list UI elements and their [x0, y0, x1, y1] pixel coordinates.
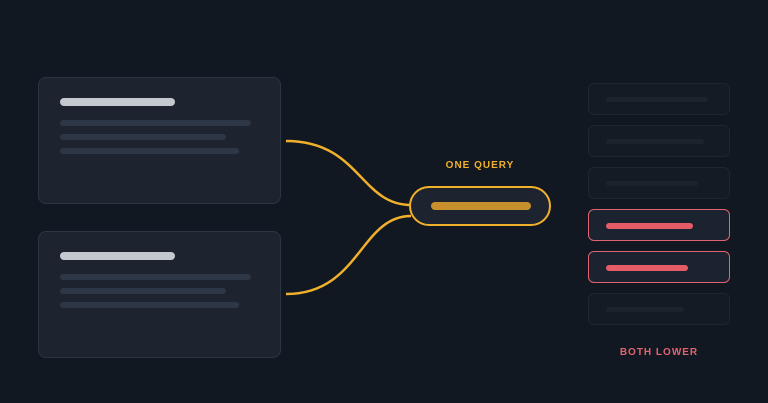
result-row-4-highlighted [588, 209, 730, 241]
result-row-2 [588, 125, 730, 157]
card-text-line [60, 134, 226, 140]
result-row-5-highlighted [588, 251, 730, 283]
result-bar [606, 307, 684, 312]
card-text-line [60, 302, 239, 308]
result-row-6 [588, 293, 730, 325]
query-node [409, 186, 551, 226]
result-bar [606, 97, 708, 102]
card-text-line [60, 274, 251, 280]
result-bar [606, 139, 704, 144]
card-text-line [60, 148, 239, 154]
result-bar-highlighted [606, 223, 693, 229]
query-bar [431, 202, 531, 210]
result-row-3 [588, 167, 730, 199]
results-label: BOTH LOWER [619, 347, 699, 358]
result-bar [606, 181, 698, 186]
card-text-line [60, 288, 226, 294]
query-label: ONE QUERY [445, 160, 515, 171]
result-bar-highlighted [606, 265, 688, 271]
document-card-1 [38, 77, 281, 204]
card-text-line [60, 120, 251, 126]
result-row-1 [588, 83, 730, 115]
connector-top [285, 139, 412, 207]
card-title-bar [60, 252, 175, 260]
document-card-2 [38, 231, 281, 358]
card-title-bar [60, 98, 175, 106]
connector-bottom [285, 214, 412, 296]
